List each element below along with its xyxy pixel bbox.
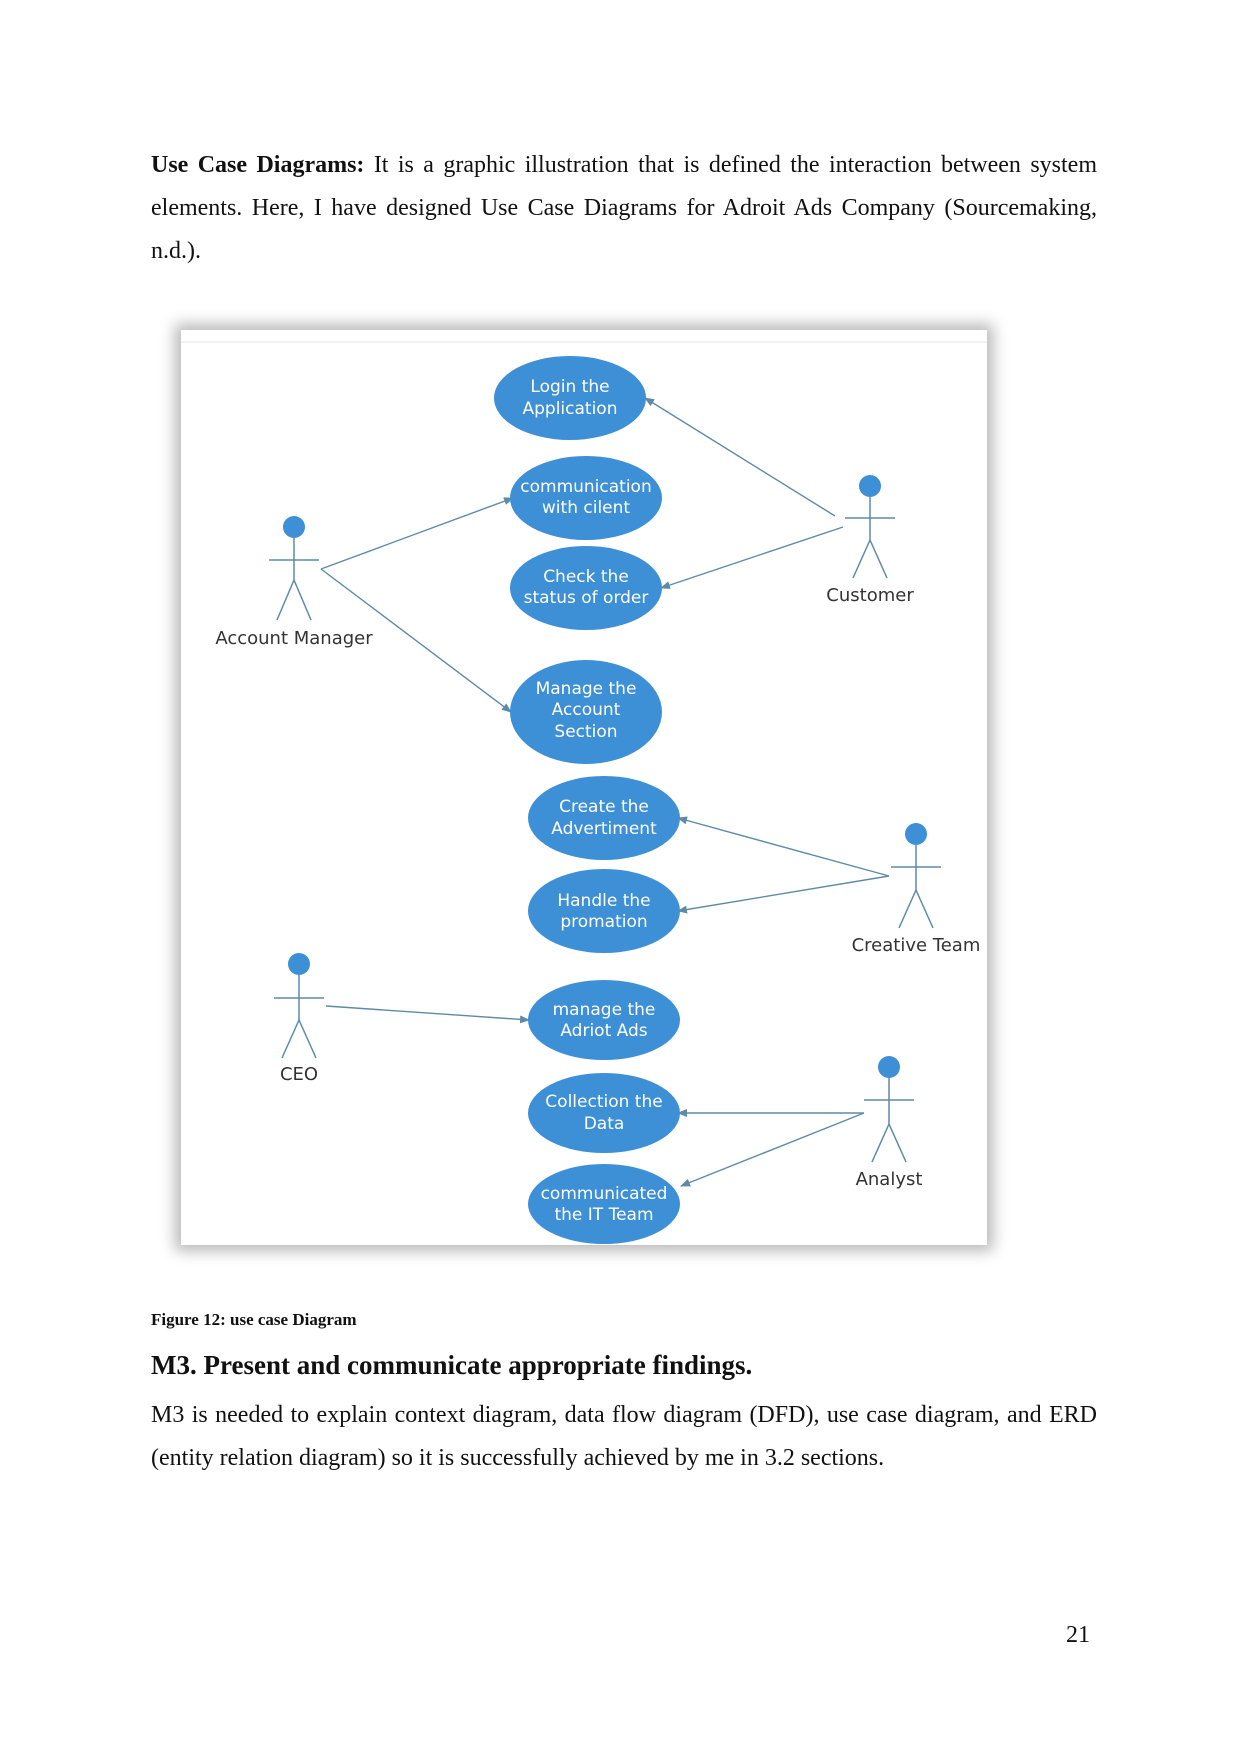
use-case-label-line: Adriot Ads [560, 1021, 647, 1041]
section-heading: M3. Present and communicate appropriate … [151, 1350, 753, 1380]
stick-figure-body [845, 497, 895, 579]
use-case-label-line: Data [584, 1114, 625, 1134]
use-case-label-line: with cilent [542, 498, 630, 518]
actor-account-manager: Account Manager [215, 516, 373, 649]
body-paragraph: M3 is needed to explain context diagram,… [151, 1402, 1097, 1471]
actor-label: CEO [280, 1064, 318, 1085]
use-case-ellipse [528, 1073, 680, 1153]
use-case-diagram-figure: Login the Application communication with… [181, 330, 987, 1245]
association-lines [320, 397, 890, 1187]
use-case-label-line: Create the [559, 797, 649, 817]
stick-figure-icon [283, 516, 305, 538]
use-case-ellipse [510, 456, 662, 540]
use-case-ellipse [510, 546, 662, 630]
actor-ceo: CEO [274, 953, 324, 1085]
actor-label: Account Manager [215, 628, 373, 649]
use-case-1: communication with cilent [510, 456, 662, 540]
use-case-label-line: Section [554, 722, 617, 742]
use-case-label-line: status of order [524, 588, 649, 608]
line-ceo-adriot [325, 1005, 530, 1024]
actor-creative-team: Creative Team [852, 823, 981, 956]
use-case-4: Create the Advertiment [528, 776, 680, 860]
use-case-6: manage the Adriot Ads [528, 980, 680, 1060]
use-case-label-line: Application [523, 399, 618, 419]
stick-figure-body [274, 975, 324, 1059]
line-customer-login [644, 397, 836, 517]
actor-customer: Customer [826, 475, 914, 606]
use-case-5: Handle the promation [528, 869, 680, 953]
use-case-label-line: communication [520, 477, 651, 497]
use-case-label-line: Handle the [557, 891, 650, 911]
use-case-label-line: promation [560, 912, 647, 932]
stick-figure-body [891, 845, 941, 929]
use-case-ellipse [510, 660, 662, 764]
use-case-label-line: communicated [541, 1184, 668, 1204]
actor-label: Creative Team [852, 935, 981, 956]
line-creative-advert [677, 816, 890, 877]
use-case-label-line: the IT Team [554, 1205, 653, 1225]
use-case-label-line: manage the [553, 1000, 656, 1020]
line-customer-status [660, 526, 844, 589]
figure-caption: Figure 12: use case Diagram [151, 1310, 357, 1329]
intro-paragraph: Use Case Diagrams: It is a graphic illus… [151, 144, 1097, 273]
stick-figure-icon [288, 953, 310, 975]
actor-analyst: Analyst [856, 1056, 923, 1190]
use-case-ellipse [494, 356, 646, 440]
intro-term: Use Case Diagrams: [151, 152, 365, 178]
use-case-ellipse [528, 1164, 680, 1244]
use-case-ellipse [528, 869, 680, 953]
use-case-label-line: Check the [543, 567, 629, 587]
use-case-label-line: Account [552, 700, 621, 720]
actor-label: Customer [826, 585, 914, 606]
stick-figure-icon [859, 475, 881, 497]
use-case-3: Manage the Account Section [510, 660, 662, 764]
use-case-diagram: Login the Application communication with… [181, 341, 987, 1244]
use-case-ellipse [528, 776, 680, 860]
use-case-8: communicated the IT Team [528, 1164, 680, 1244]
line-analyst-it [680, 1112, 865, 1187]
stick-figure-body [269, 538, 319, 621]
intro-text: It is a graphic illustration that is def… [151, 152, 1097, 264]
stick-figure-icon [878, 1056, 900, 1078]
use-case-0: Login the Application [494, 356, 646, 440]
use-case-ellipse [528, 980, 680, 1060]
use-case-2: Check the status of order [510, 546, 662, 630]
stick-figure-icon [905, 823, 927, 845]
use-case-label-line: Collection the [545, 1092, 662, 1112]
page-number: 21 [1066, 1622, 1090, 1648]
line-manager-communication [320, 497, 514, 570]
actor-label: Analyst [856, 1169, 923, 1190]
use-case-7: Collection the Data [528, 1073, 680, 1153]
line-manager-account [320, 568, 512, 713]
stick-figure-body [864, 1078, 914, 1163]
line-creative-promotion [677, 875, 890, 914]
use-case-label-line: Manage the [536, 679, 637, 699]
use-case-label-line: Advertiment [551, 819, 657, 839]
use-case-label-line: Login the [530, 377, 609, 397]
